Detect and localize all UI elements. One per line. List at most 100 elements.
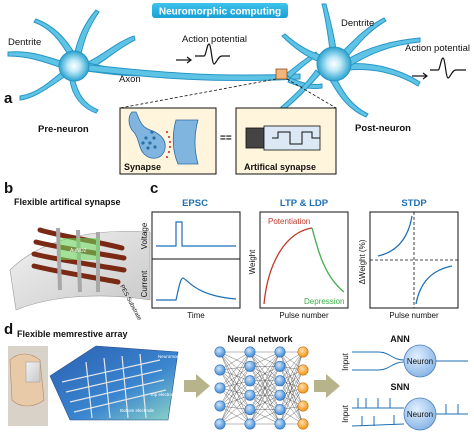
photo-label-layers: Neuromorphic layers xyxy=(158,354,200,359)
artificial-synapse-inset: Artifical synapse xyxy=(235,107,337,175)
panel-b-letter: b xyxy=(4,180,13,197)
network-node xyxy=(214,382,226,394)
network-output-node xyxy=(297,346,309,358)
network-connections xyxy=(219,351,304,425)
axon-label: Axon xyxy=(119,74,141,85)
network-node xyxy=(244,346,256,358)
network-edge xyxy=(249,366,281,425)
post-neuron-label: Post-neuron xyxy=(355,123,411,134)
network-edge xyxy=(219,369,251,410)
network-output-node xyxy=(297,364,309,376)
epsc-frame xyxy=(151,211,241,309)
network-edge xyxy=(219,380,251,407)
network-node xyxy=(244,404,256,416)
pre-neuron-soma xyxy=(58,50,90,82)
synapse-inset-frame xyxy=(119,107,217,175)
network-node xyxy=(244,360,256,372)
plot-stdp: STDP ΔWeight (%) Pulse number xyxy=(358,198,459,320)
network-node xyxy=(214,400,226,412)
network-edge xyxy=(219,387,251,425)
network-edge xyxy=(219,366,251,425)
network-edge xyxy=(279,366,304,407)
snn-neuron xyxy=(403,397,437,431)
equals-sign: == xyxy=(220,133,232,144)
network-edge xyxy=(279,351,304,407)
ltp-ylabel: Weight xyxy=(248,249,257,275)
network-edge xyxy=(279,351,304,410)
network-edge xyxy=(279,369,304,410)
depression-label: Depression xyxy=(304,297,344,306)
stdp-ylabel: ΔWeight (%) xyxy=(358,239,367,284)
synapse-inset: Synapse xyxy=(119,107,217,175)
photo-label-bottom-electrode: Bottom electrode xyxy=(120,408,155,413)
network-edge xyxy=(219,366,251,389)
panel-b-title: Flexible artifical synapse xyxy=(14,197,121,207)
synapse-highlight-box xyxy=(275,68,288,80)
network-edge xyxy=(219,366,251,407)
network-output-node xyxy=(297,400,309,412)
ltp-title: LTP & LDP xyxy=(280,198,329,209)
network-edge xyxy=(279,369,304,425)
network-edge xyxy=(279,387,304,425)
ltp-frame xyxy=(259,211,349,309)
network-node xyxy=(274,389,286,401)
network-node xyxy=(274,360,286,372)
plot-epsc: EPSC Voltage Current Time xyxy=(140,198,241,320)
network-node xyxy=(214,346,226,358)
network-edge xyxy=(219,351,251,371)
network-edge xyxy=(219,369,251,396)
network-node xyxy=(274,346,286,358)
network-edge xyxy=(279,380,304,407)
action-potential-middle xyxy=(176,43,230,65)
memristive-array-photo: Neuromorphic layers Top electrode Bottom… xyxy=(8,345,200,426)
dendrite-right-label: Dentrite xyxy=(341,18,374,29)
post-neuron-soma xyxy=(316,46,352,82)
flexible-device-photo: AuNO2 PES Substrate xyxy=(9,227,151,322)
network-node xyxy=(214,418,226,430)
network-edge xyxy=(279,351,304,389)
pre-neuron-label: Pre-neuron xyxy=(38,124,89,135)
network-edge xyxy=(249,351,281,425)
network-edge xyxy=(249,380,281,425)
plot-ltp-ldp: LTP & LDP Potentiation Depression Weight… xyxy=(248,198,349,320)
network-edge xyxy=(219,405,251,425)
network-node xyxy=(244,389,256,401)
network-edge xyxy=(219,351,251,425)
zoom-line-right xyxy=(286,78,337,109)
panel-d-letter: d xyxy=(4,321,13,338)
epsc-current-curve xyxy=(156,277,237,301)
epsc-title: EPSC xyxy=(182,198,208,209)
network-edge xyxy=(219,380,251,425)
network-node xyxy=(274,375,286,387)
panel-c-letter: c xyxy=(150,180,158,197)
network-nodes xyxy=(214,346,309,430)
network-edge xyxy=(249,351,281,367)
neural-network: Neural network xyxy=(214,334,309,430)
action-potential-middle-label: Action potential xyxy=(182,34,247,45)
potentiation-label: Potentiation xyxy=(268,217,310,226)
arrow-to-network xyxy=(184,374,210,398)
ann-title: ANN xyxy=(390,334,410,344)
artificial-synapse-label: Artifical synapse xyxy=(244,162,316,172)
snn-diagram: SNN Neuron Input xyxy=(341,382,468,431)
network-edge xyxy=(249,395,281,425)
ann-input-label: Input xyxy=(341,352,350,371)
network-edge xyxy=(219,369,251,425)
epsc-ylabel-top: Voltage xyxy=(140,222,149,249)
synapse-label: Synapse xyxy=(124,162,161,172)
network-edge xyxy=(249,409,281,425)
epsc-voltage-curve xyxy=(156,221,236,247)
action-potential-right-label: Action potential xyxy=(405,43,470,54)
network-edge xyxy=(249,351,281,410)
neural-network-title: Neural network xyxy=(227,334,293,344)
network-edge xyxy=(249,351,281,381)
ltp-xlabel: Pulse number xyxy=(279,311,329,320)
network-edge xyxy=(249,351,281,396)
network-node xyxy=(244,418,256,430)
panel-d-title: Flexible memrestive array xyxy=(17,329,128,339)
network-edge xyxy=(219,409,251,425)
snn-neuron-label: Neuron xyxy=(407,410,433,419)
network-output-node xyxy=(297,418,309,430)
stdp-negative-curve xyxy=(415,265,453,305)
